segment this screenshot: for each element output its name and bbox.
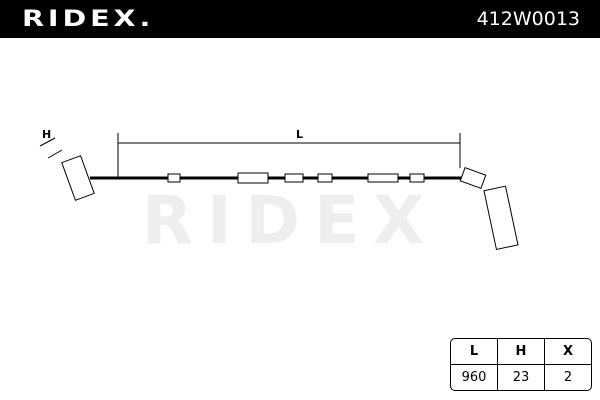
connector [483, 185, 519, 251]
header-X: X [545, 339, 591, 365]
value-X: 2 [563, 370, 573, 385]
label-L: L [296, 128, 303, 141]
watermark: RIDEX [142, 182, 438, 259]
header-H: H [498, 339, 545, 365]
header-L: L [451, 339, 498, 365]
value-L: 960 [451, 365, 498, 390]
brand-logo: RIDEX. [22, 7, 155, 32]
part-number: 412W0013 [476, 8, 580, 30]
sensor-drawing: RIDEX L H [39, 128, 519, 259]
label-H: H [42, 128, 51, 141]
header-bar: RIDEX. 412W0013 [0, 0, 600, 38]
sensor-head [61, 155, 95, 201]
value-H: 23 [498, 365, 545, 390]
